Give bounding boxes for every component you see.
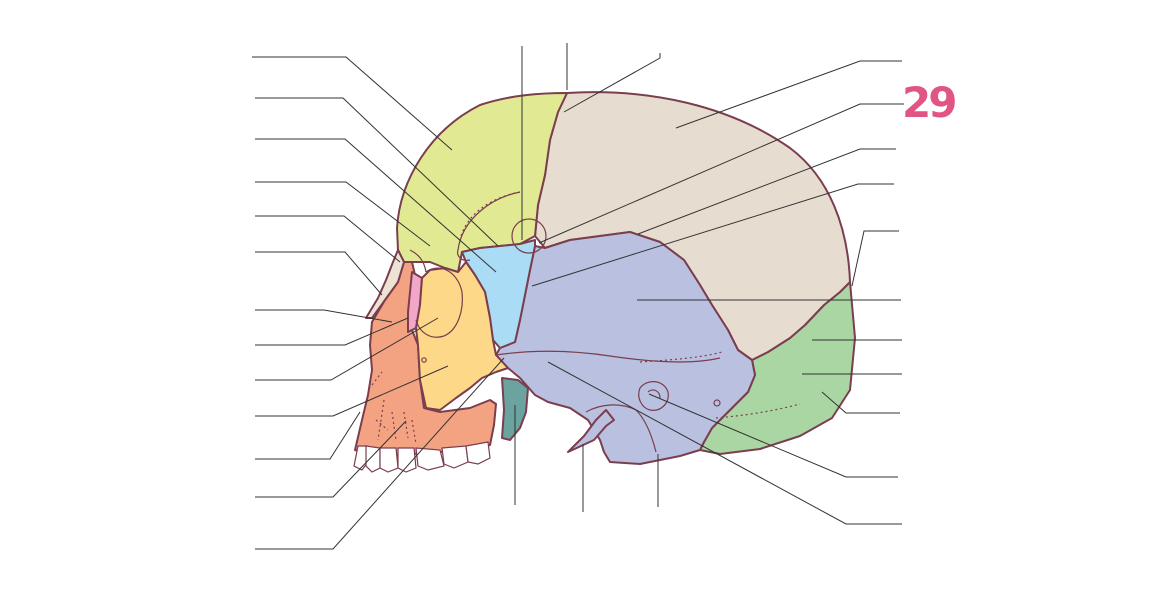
leader-line (255, 215, 401, 263)
leader-line (563, 53, 661, 113)
leader-line (648, 393, 898, 478)
leader-line (675, 60, 902, 129)
foramen-dot (421, 357, 427, 363)
tooth (415, 447, 445, 471)
orbit-outline (415, 267, 463, 338)
occipital-dotted (715, 403, 801, 419)
external-acoustic-meatus (638, 381, 669, 411)
tooth (397, 447, 417, 473)
leader-line (547, 361, 902, 525)
temporal-line-dotted-2 (639, 351, 723, 363)
leader-lines-left (252, 56, 505, 550)
leader-line (538, 103, 904, 244)
pterion-circle (511, 218, 547, 254)
leader-line (255, 365, 449, 417)
leader-line (255, 309, 393, 323)
maxilla-texture (371, 371, 417, 445)
tooth (441, 445, 469, 469)
tooth (379, 447, 399, 473)
mastoid-foramen-dot (713, 399, 721, 407)
leader-line (255, 97, 499, 247)
temporal-arc (457, 191, 521, 261)
leader-line (821, 391, 900, 414)
leader-line (255, 138, 497, 273)
leader-line (851, 230, 899, 287)
leader-line (255, 251, 383, 296)
leader-line (255, 317, 409, 346)
leader-lines-top (521, 43, 661, 240)
leader-line (531, 183, 894, 287)
leader-line (255, 420, 407, 498)
leader-lines-bottom (514, 405, 659, 512)
teeth-row (353, 441, 491, 473)
leader-line (255, 317, 439, 381)
orbit-inner (409, 249, 427, 273)
plate-number: 29 (902, 78, 957, 127)
leader-lines-right (531, 60, 904, 525)
external-acoustic-meatus-inner (647, 389, 661, 399)
tooth (465, 441, 491, 465)
leader-line (255, 357, 505, 550)
zygomatic-arch-line (495, 350, 721, 363)
leader-line (255, 181, 431, 247)
leader-line (252, 56, 453, 151)
leader-line (255, 411, 361, 460)
zygomatic-bone-region (415, 261, 509, 411)
leader-line (637, 148, 896, 235)
styloid-process-shape (567, 409, 615, 453)
